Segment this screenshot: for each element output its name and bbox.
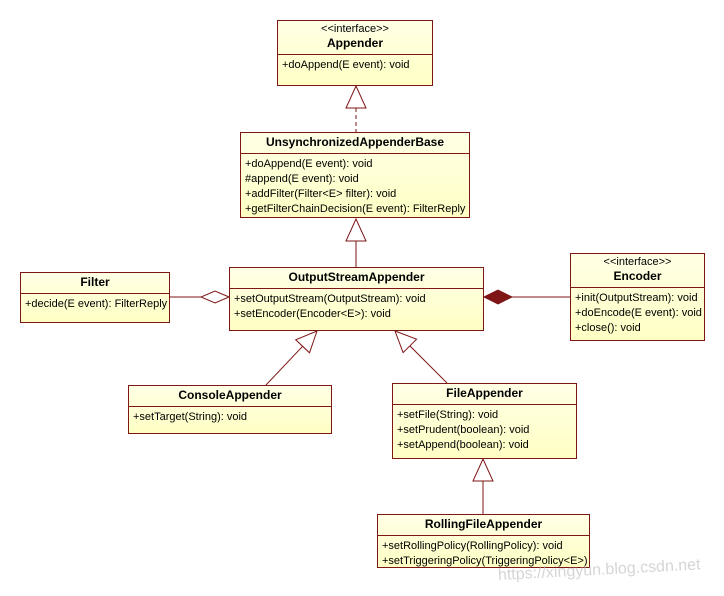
methods-compartment: +decide(E event): FilterReply xyxy=(21,294,169,314)
stereotype-label: <<interface>> xyxy=(603,256,672,268)
methods-compartment: +doAppend(E event): void xyxy=(278,55,432,75)
methods-compartment: +init(OutputStream): void +doEncode(E ev… xyxy=(571,288,704,338)
method-label: +close(): void xyxy=(575,322,641,334)
class-console-appender: ConsoleAppender +setTarget(String): void xyxy=(128,385,332,434)
method-label: +setTarget(String): void xyxy=(133,411,248,423)
filled-diamond-icon xyxy=(482,289,514,305)
class-title-compartment: FileAppender xyxy=(393,384,576,405)
class-title-compartment: <<interface>> Appender xyxy=(278,21,432,55)
hollow-triangle-icon xyxy=(345,84,367,109)
method-label: +doEncode(E event): void xyxy=(575,307,702,319)
method-label: +setOutputStream(OutputStream): void xyxy=(234,293,426,305)
method-label: +addFilter(Filter<E> filter): void xyxy=(245,188,397,200)
method-label: +setAppend(boolean): void xyxy=(397,439,529,451)
methods-compartment: +setRollingPolicy(RollingPolicy): void +… xyxy=(378,536,589,571)
aggregation-osa-filter xyxy=(170,290,231,304)
method-label: #append(E event): void xyxy=(245,173,359,185)
hollow-triangle-icon xyxy=(472,457,494,482)
class-name: FileAppender xyxy=(446,386,523,400)
method-label: +init(OutputStream): void xyxy=(575,292,698,304)
class-title-compartment: <<interface>> Encoder xyxy=(571,254,704,288)
method-label: +doAppend(E event): void xyxy=(245,158,373,170)
class-name: UnsynchronizedAppenderBase xyxy=(265,135,445,149)
generalization-file-to-osa xyxy=(394,330,448,384)
class-name: Filter xyxy=(80,275,110,289)
class-title-compartment: UnsynchronizedAppenderBase xyxy=(241,133,469,154)
method-label: +setEncoder(Encoder<E>): void xyxy=(234,308,391,320)
generalization-rolling-to-file xyxy=(472,457,494,514)
class-title-compartment: RollingFileAppender xyxy=(378,515,589,536)
class-appender: <<interface>> Appender +doAppend(E event… xyxy=(277,20,433,86)
class-output-stream-appender: OutputStreamAppender +setOutputStream(Ou… xyxy=(229,267,484,331)
class-title-compartment: Filter xyxy=(21,273,169,294)
method-label: +setTriggeringPolicy(TriggeringPolicy<E>… xyxy=(382,555,588,567)
methods-compartment: +setFile(String): void +setPrudent(boole… xyxy=(393,405,576,455)
methods-compartment: +setOutputStream(OutputStream): void +se… xyxy=(230,289,483,324)
methods-compartment: +setTarget(String): void xyxy=(129,407,331,427)
class-filter: Filter +decide(E event): FilterReply xyxy=(20,272,170,323)
method-label: +setPrudent(boolean): void xyxy=(397,424,530,436)
class-name: ConsoleAppender xyxy=(178,388,282,402)
hollow-triangle-icon xyxy=(345,217,367,242)
method-label: +getFilterChainDecision(E event): Filter… xyxy=(245,203,466,215)
class-title-compartment: ConsoleAppender xyxy=(129,386,331,407)
realization-uab-to-appender xyxy=(345,84,367,132)
class-title-compartment: OutputStreamAppender xyxy=(230,268,483,289)
hollow-triangle-icon xyxy=(394,330,418,354)
class-name: RollingFileAppender xyxy=(424,517,543,531)
method-label: +setRollingPolicy(RollingPolicy): void xyxy=(382,540,563,552)
class-name: Encoder xyxy=(613,269,662,283)
method-label: +doAppend(E event): void xyxy=(282,59,410,71)
composition-osa-encoder xyxy=(482,289,570,305)
class-name: Appender xyxy=(326,36,383,50)
methods-compartment: +doAppend(E event): void #append(E event… xyxy=(241,154,469,219)
method-label: +decide(E event): FilterReply xyxy=(25,298,168,310)
generalization-osa-to-uab xyxy=(345,217,367,267)
class-file-appender: FileAppender +setFile(String): void +set… xyxy=(392,383,577,459)
generalization-console-to-osa xyxy=(265,330,318,386)
class-name: OutputStreamAppender xyxy=(288,270,425,284)
method-label: +setFile(String): void xyxy=(397,409,499,421)
stereotype-label: <<interface>> xyxy=(321,23,389,35)
class-unsynchronized-appender-base: UnsynchronizedAppenderBase +doAppend(E e… xyxy=(240,132,470,218)
class-encoder: <<interface>> Encoder +init(OutputStream… xyxy=(570,253,705,341)
class-rolling-file-appender: RollingFileAppender +setRollingPolicy(Ro… xyxy=(377,514,590,568)
hollow-diamond-icon xyxy=(199,290,231,304)
